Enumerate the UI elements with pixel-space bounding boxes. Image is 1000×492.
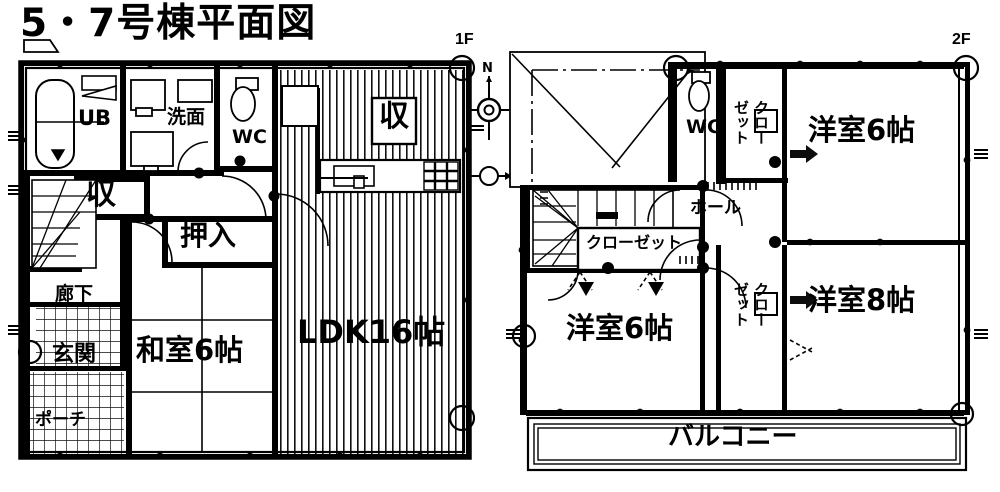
room-label-oshiire: 押入 <box>180 219 237 252</box>
room-label-western-6b: 洋室6帖 <box>566 311 674 345</box>
room-label-balcony: バルコニー <box>668 422 798 452</box>
room-label-storage-ldk: 収 <box>379 99 409 134</box>
room-label-closet-lower-a: クロー <box>752 282 770 327</box>
room-label-washroom: 洗面 <box>167 106 206 128</box>
floor-label-1f: 1F <box>455 31 474 48</box>
room-label-western-6a: 洋室6帖 <box>808 113 916 147</box>
room-label-closet-lower-b: ゼット <box>732 282 750 327</box>
east-marker <box>471 166 512 186</box>
floor-label-2f: 2F <box>952 31 971 48</box>
room-label-entrance: 玄関 <box>52 342 97 367</box>
room-label-japanese-room: 和室6帖 <box>136 333 244 367</box>
floor1-plan <box>8 39 484 460</box>
room-label-wc-1f: WC <box>232 126 267 148</box>
room-label-storage-hall: 収 <box>86 177 116 212</box>
room-label-closet-stairs: クローゼット <box>586 233 683 252</box>
compass-north-label: N <box>482 61 493 76</box>
floor2-plan <box>506 51 988 472</box>
room-label-ldk: LDK16帖 <box>297 313 446 351</box>
room-label-hall: ホール <box>690 198 741 218</box>
room-label-porch: ポーチ <box>35 410 86 430</box>
compass-rose <box>469 76 509 140</box>
room-label-corridor: 廊下 <box>55 283 94 305</box>
room-label-closet-upper-a: クロー <box>752 100 770 145</box>
page-title: 5・7号棟平面図 <box>20 1 317 46</box>
room-label-western-8: 洋室8帖 <box>808 283 916 317</box>
room-label-closet-upper-b: ゼット <box>732 100 750 145</box>
room-label-ub: UB <box>78 106 112 130</box>
room-label-wc-2f: WC <box>686 116 721 138</box>
